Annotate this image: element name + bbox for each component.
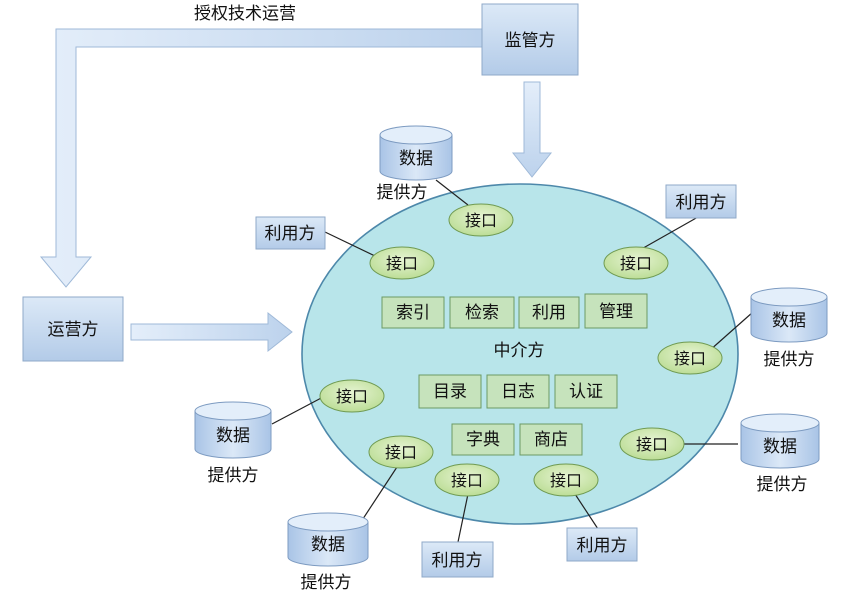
function-dictionary-label: 字典 <box>466 430 500 450</box>
provider-db-left: 数据 提供方 <box>194 401 272 486</box>
provider-db-right: 数据 提供方 <box>750 287 828 370</box>
operator-label: 运营方 <box>48 320 99 340</box>
interface-lower-left: 接口 <box>368 435 434 469</box>
provider-label: 提供方 <box>757 475 808 495</box>
function-store: 商店 <box>519 423 583 456</box>
broker-label: 中介方 <box>494 341 545 361</box>
function-catalog: 目录 <box>418 374 482 409</box>
interface-top: 接口 <box>448 203 514 237</box>
function-index: 索引 <box>381 296 445 329</box>
connector-line <box>637 216 699 252</box>
provider-label: 提供方 <box>377 183 428 203</box>
interface-label: 接口 <box>674 349 706 368</box>
function-search: 检索 <box>449 296 515 329</box>
connector-line <box>324 231 376 257</box>
db-label: 数据 <box>763 437 797 457</box>
regulator-label: 监管方 <box>505 31 556 51</box>
authorization-arrow <box>39 28 483 288</box>
user-label: 利用方 <box>676 193 727 213</box>
connector-line <box>574 493 601 533</box>
function-store-label: 商店 <box>534 430 568 450</box>
interface-upper-right: 接口 <box>603 246 669 280</box>
user-box-top-right: 利用方 <box>665 184 737 219</box>
interface-bottom-right: 接口 <box>533 463 599 497</box>
db-label: 数据 <box>772 311 806 331</box>
operator-to-broker-arrow <box>130 311 293 353</box>
interface-label: 接口 <box>385 443 417 462</box>
connector-line <box>708 311 754 352</box>
function-log: 日志 <box>486 374 550 409</box>
user-box-bottom-center: 利用方 <box>421 541 494 578</box>
interface-right: 接口 <box>657 341 723 375</box>
connector-line <box>271 395 326 425</box>
interface-upper-left: 接口 <box>369 246 435 280</box>
regulator-box: 监管方 <box>481 3 579 76</box>
authorization-label: 授权技术运营 <box>194 4 296 24</box>
function-log-label: 日志 <box>501 382 535 402</box>
function-auth-label: 认证 <box>569 382 603 402</box>
user-label: 利用方 <box>432 551 483 571</box>
interface-lower-right: 接口 <box>619 427 685 461</box>
regulator-to-broker-arrow <box>511 81 553 178</box>
connector-line <box>435 179 469 206</box>
interface-label: 接口 <box>550 471 582 490</box>
interface-label: 接口 <box>386 254 418 273</box>
function-auth: 认证 <box>554 374 618 409</box>
provider-label: 提供方 <box>208 466 259 486</box>
provider-db-bottom: 数据 提供方 <box>287 512 369 593</box>
function-search-label: 检索 <box>465 303 499 323</box>
provider-label: 提供方 <box>764 350 815 370</box>
db-label: 数据 <box>216 426 250 446</box>
provider-label: 提供方 <box>301 573 352 593</box>
user-box-left: 利用方 <box>255 216 326 250</box>
function-dictionary: 字典 <box>451 423 515 456</box>
user-label: 利用方 <box>265 224 316 244</box>
function-use-label: 利用 <box>532 303 566 323</box>
user-label: 利用方 <box>577 536 628 556</box>
provider-db-lower-right: 数据 提供方 <box>740 413 820 495</box>
interface-bottom-left: 接口 <box>434 463 500 497</box>
connector-line <box>457 493 469 543</box>
db-label: 数据 <box>399 149 433 169</box>
interface-left: 接口 <box>319 379 385 413</box>
interface-label: 接口 <box>636 435 668 454</box>
interface-label: 接口 <box>465 211 497 230</box>
db-label: 数据 <box>311 535 345 555</box>
function-manage-label: 管理 <box>599 302 633 322</box>
interface-label: 接口 <box>336 387 368 406</box>
interface-label: 接口 <box>620 254 652 273</box>
function-manage: 管理 <box>584 293 648 329</box>
function-use: 利用 <box>518 296 580 329</box>
function-catalog-label: 目录 <box>433 382 467 402</box>
provider-db-top: 数据 提供方 <box>377 125 453 203</box>
operator-box: 运营方 <box>22 296 124 362</box>
user-box-bottom-right: 利用方 <box>566 527 638 562</box>
interface-label: 接口 <box>451 471 483 490</box>
function-index-label: 索引 <box>396 303 430 323</box>
